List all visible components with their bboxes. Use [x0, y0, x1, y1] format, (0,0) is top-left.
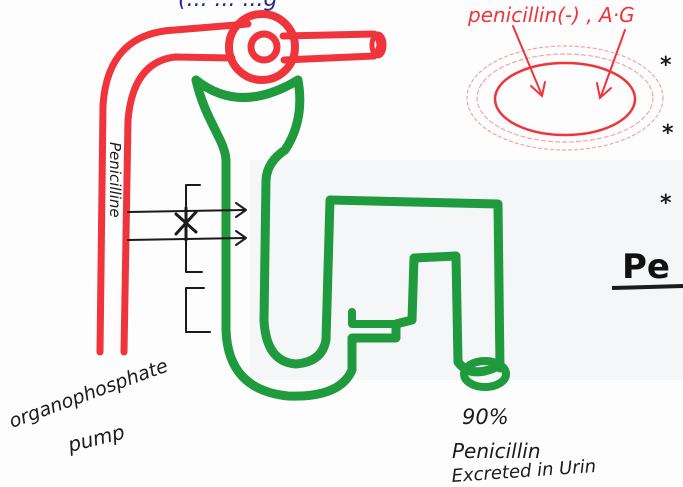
bullet-star-2: *: [662, 121, 674, 146]
bullet-star-3: *: [660, 191, 672, 216]
top-caption-partial: (... ... ...g: [178, 0, 278, 12]
glomerulus-outer: [229, 14, 295, 80]
vessel-inner-wall: [124, 57, 232, 352]
excreted-percent: 90%: [462, 405, 509, 429]
penicilline-label: Penicilline: [106, 142, 124, 218]
inset-arrow-left: [513, 26, 541, 93]
pump-label-line1: organophosphate: [6, 355, 171, 433]
inset-arrow-right: [601, 30, 625, 96]
bullet-star-1: *: [660, 53, 672, 78]
inset-kidney: [467, 26, 663, 150]
inhibition-star: [176, 208, 196, 240]
glow-ring-mid: [477, 54, 653, 142]
inset-title: penicillin(-) , A·G: [467, 3, 635, 27]
transporter-bracket-lower: [186, 288, 210, 332]
kidney-outline: [495, 63, 635, 135]
pump-label-line2: pump: [64, 420, 127, 457]
excreted-drug: Penicillin: [452, 439, 541, 463]
section-heading-partial: Pe: [622, 247, 670, 287]
glomerulus-inner: [251, 34, 277, 60]
bowman-capsule-rim: [196, 80, 298, 98]
background-shade: [250, 160, 683, 380]
